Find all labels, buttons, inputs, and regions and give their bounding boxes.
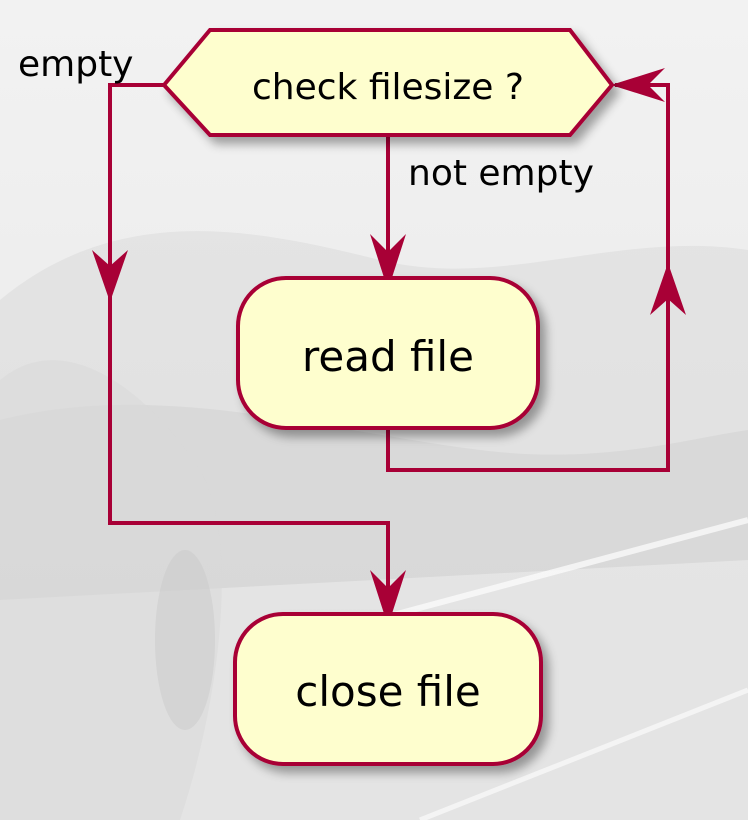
activity-close-file-label: close file [295,667,481,716]
arrowhead-down-left [92,250,128,302]
decision-node [161,28,615,137]
arrowhead-down-close [370,570,406,626]
arrowhead-up-right [650,263,686,315]
arrowheads [92,68,686,626]
connectors [108,83,670,610]
activity-read-file-label: read file [302,332,474,381]
decision-label: check filesize ? [252,67,524,108]
branch-label-empty: empty [18,44,134,85]
activity-close-file [233,612,543,766]
arrowhead-left-decision [611,68,665,102]
activity-read-file [236,276,540,430]
arrowhead-down-read [370,234,406,290]
edge-empty-to-close [108,83,390,610]
edge-read-loop-back [386,83,670,472]
branch-label-not-empty: not empty [408,153,594,194]
